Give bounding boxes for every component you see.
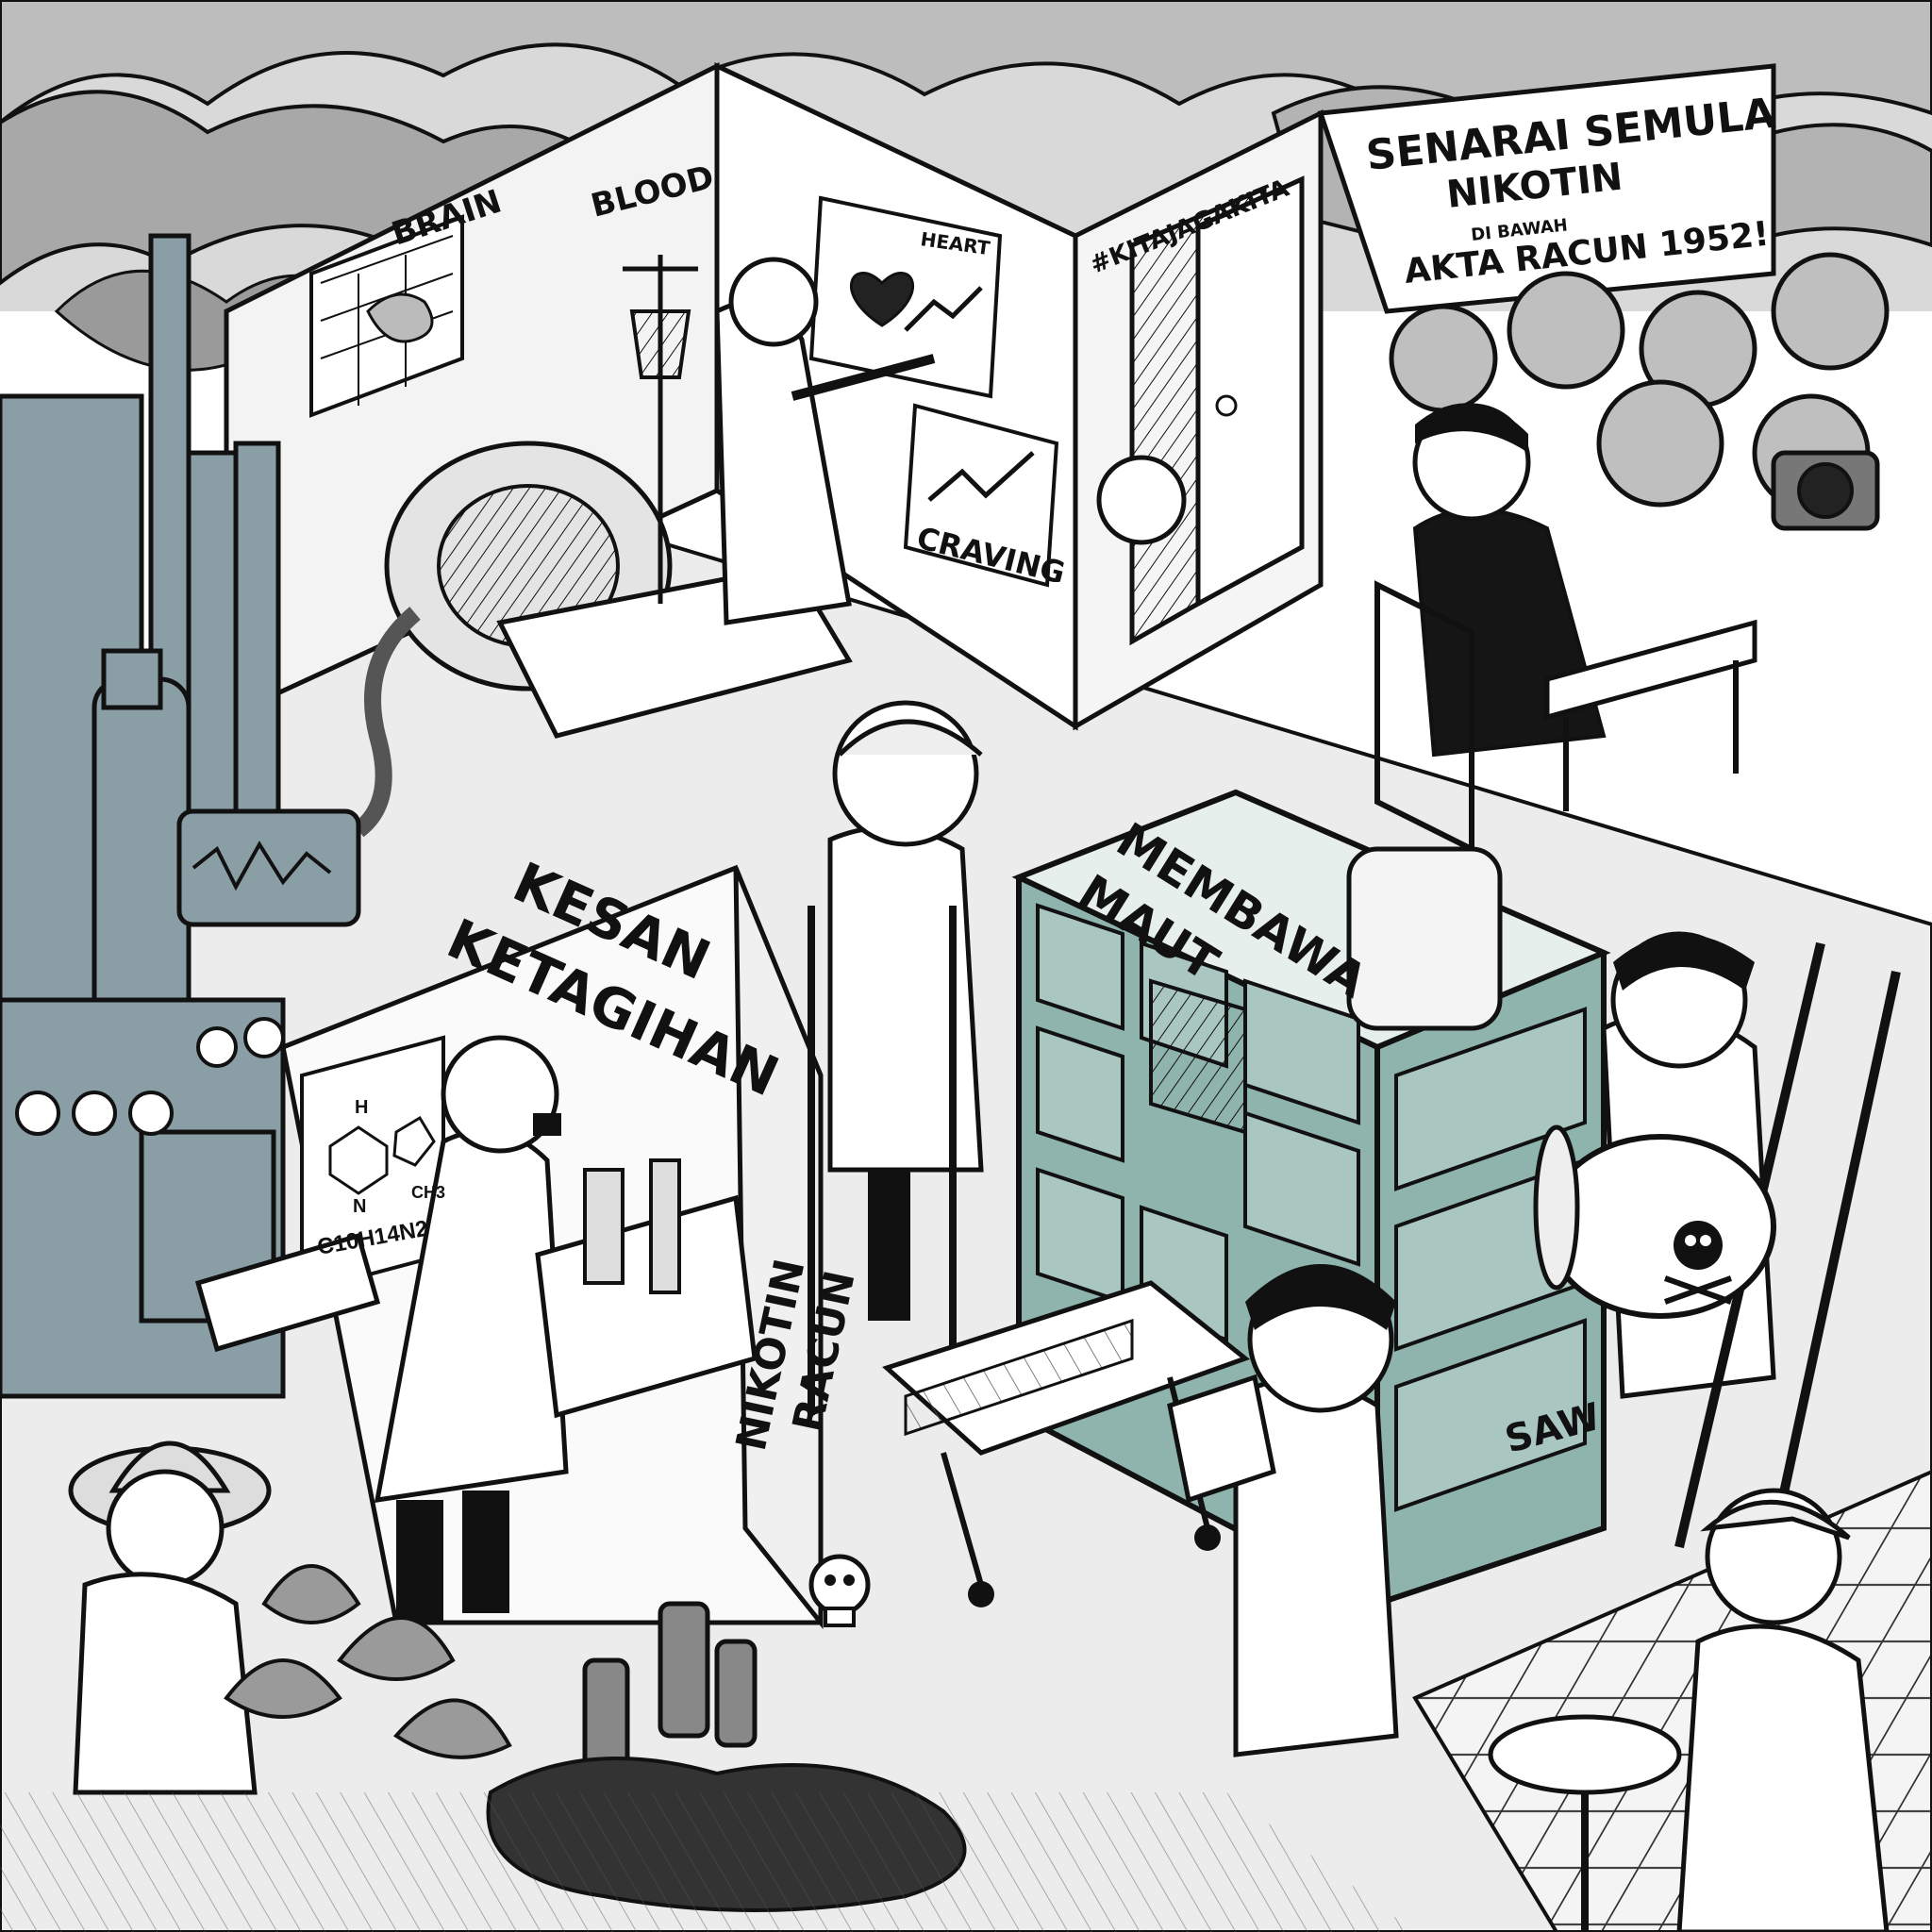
protest-room (1073, 63, 1890, 854)
skull-icon (808, 1554, 871, 1627)
lab-bench (194, 1158, 758, 1419)
formula-ch3: CH3 (411, 1183, 445, 1202)
tobacco-plants (224, 1564, 512, 1759)
cafe-corner (1412, 1469, 1932, 1932)
poison-barrel-icon (1533, 1124, 1776, 1319)
camera-icon (1771, 450, 1880, 531)
stretcher (882, 1280, 1251, 1607)
specimen-jar (1346, 846, 1503, 1031)
climbing-man (808, 700, 984, 1415)
polluted-canal (0, 1792, 1415, 1932)
formula-h: H (355, 1097, 368, 1118)
drain-pipes (582, 1601, 758, 1776)
tobacco-farmer (68, 1441, 272, 1795)
nurse (1167, 1264, 1399, 1757)
heart-icon (850, 272, 914, 327)
monitor-wave (192, 841, 332, 891)
scientist (374, 1035, 569, 1623)
factory-machine (0, 233, 361, 1399)
machine-dials (15, 1017, 285, 1136)
formula-n: N (353, 1196, 366, 1217)
trend-up-icon (904, 286, 983, 332)
